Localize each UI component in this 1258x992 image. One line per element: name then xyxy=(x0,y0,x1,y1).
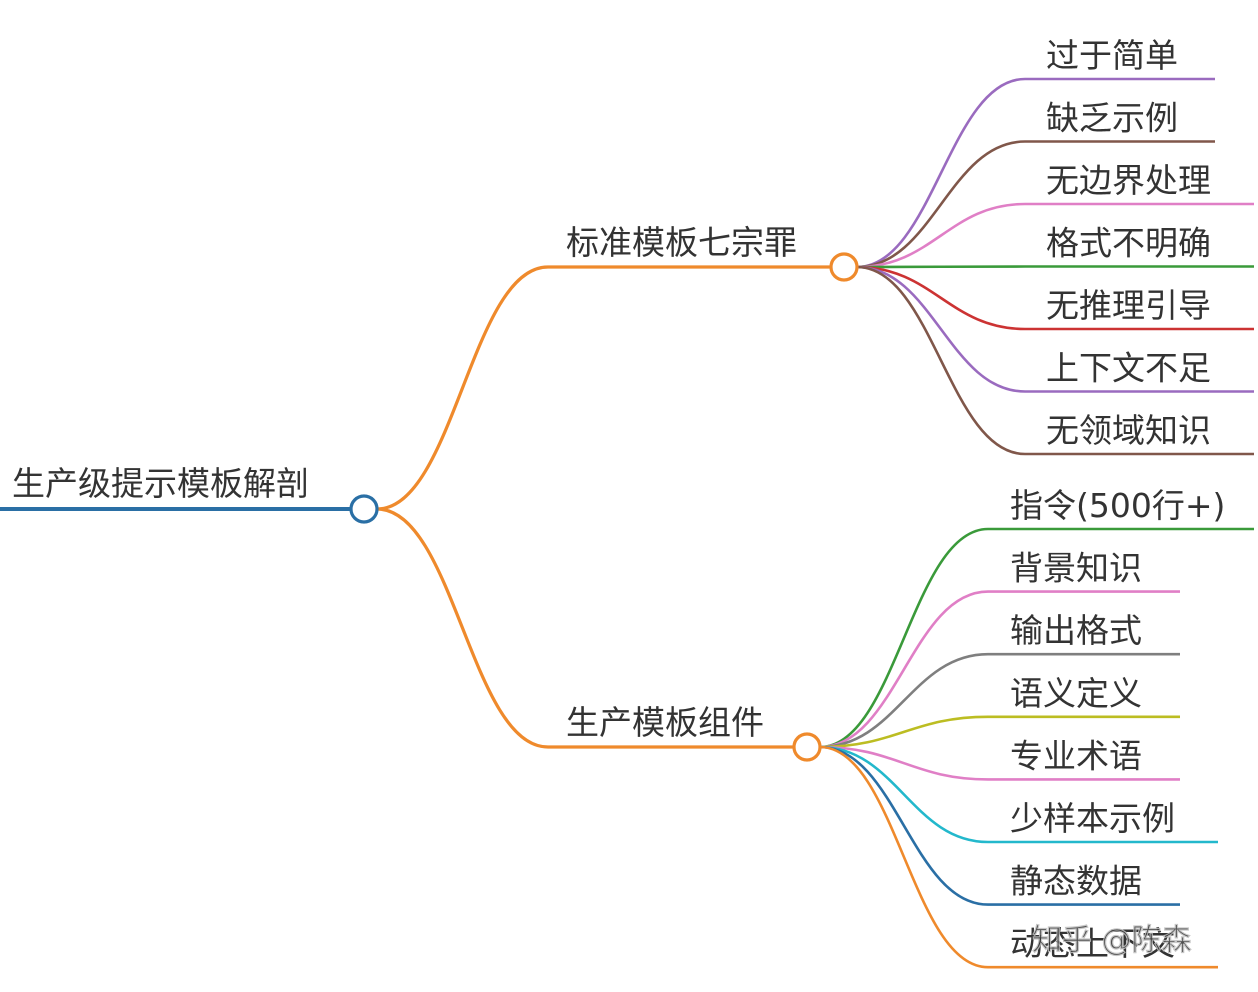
leaf-connector xyxy=(819,745,989,781)
branch-label: 标准模板七宗罪 xyxy=(566,223,797,262)
leaf-connector xyxy=(819,715,989,749)
leaf-label: 过于简单 xyxy=(1046,36,1178,75)
nodes-layer xyxy=(349,252,859,762)
root-node-circle xyxy=(349,494,379,524)
leaf-label: 指令(500行+) xyxy=(1010,486,1225,525)
branch-node-circle xyxy=(792,732,822,762)
leaf-label: 静态数据 xyxy=(1010,862,1142,901)
leaf-connector xyxy=(819,590,989,749)
leaf-connector xyxy=(819,652,989,749)
branch-connector xyxy=(376,265,549,511)
leaf-connector xyxy=(856,265,1026,269)
edges-layer xyxy=(0,77,1254,969)
leaf-connector xyxy=(856,265,1026,456)
branch-connector xyxy=(376,507,549,749)
leaf-connector xyxy=(819,527,989,749)
leaf-connector xyxy=(856,202,1026,269)
leaf-connector xyxy=(819,745,989,969)
branch-node-circle xyxy=(829,252,859,282)
leaf-connector xyxy=(856,140,1026,269)
leaf-label: 语义定义 xyxy=(1010,674,1142,713)
leaf-label: 上下文不足 xyxy=(1046,349,1211,388)
leaf-label: 背景知识 xyxy=(1010,549,1142,588)
leaf-label: 输出格式 xyxy=(1010,611,1142,650)
root-label: 生产级提示模板解剖 xyxy=(12,464,309,503)
leaf-label: 格式不明确 xyxy=(1046,224,1211,263)
leaf-label: 无边界处理 xyxy=(1046,161,1211,200)
leaf-connector xyxy=(856,265,1026,393)
leaf-label: 无领域知识 xyxy=(1046,411,1211,450)
labels-layer: 生产级提示模板解剖 标准模板七宗罪 过于简单缺乏示例无边界处理格式不明确无推理引导上… xyxy=(12,36,1225,963)
watermark-text: 知乎 @陈森 xyxy=(1032,923,1192,958)
leaf-label: 动态上下文 xyxy=(1010,924,1175,963)
leaf-label: 少样本示例 xyxy=(1010,799,1175,838)
leaf-label: 无推理引导 xyxy=(1046,286,1211,325)
branch-label: 生产模板组件 xyxy=(566,703,764,742)
leaf-label: 专业术语 xyxy=(1010,736,1142,775)
leaf-connector xyxy=(856,77,1026,269)
leaf-connector xyxy=(856,265,1026,331)
leaf-connector xyxy=(819,745,989,844)
leaf-label: 缺乏示例 xyxy=(1046,99,1178,138)
leaf-connector xyxy=(819,745,989,906)
